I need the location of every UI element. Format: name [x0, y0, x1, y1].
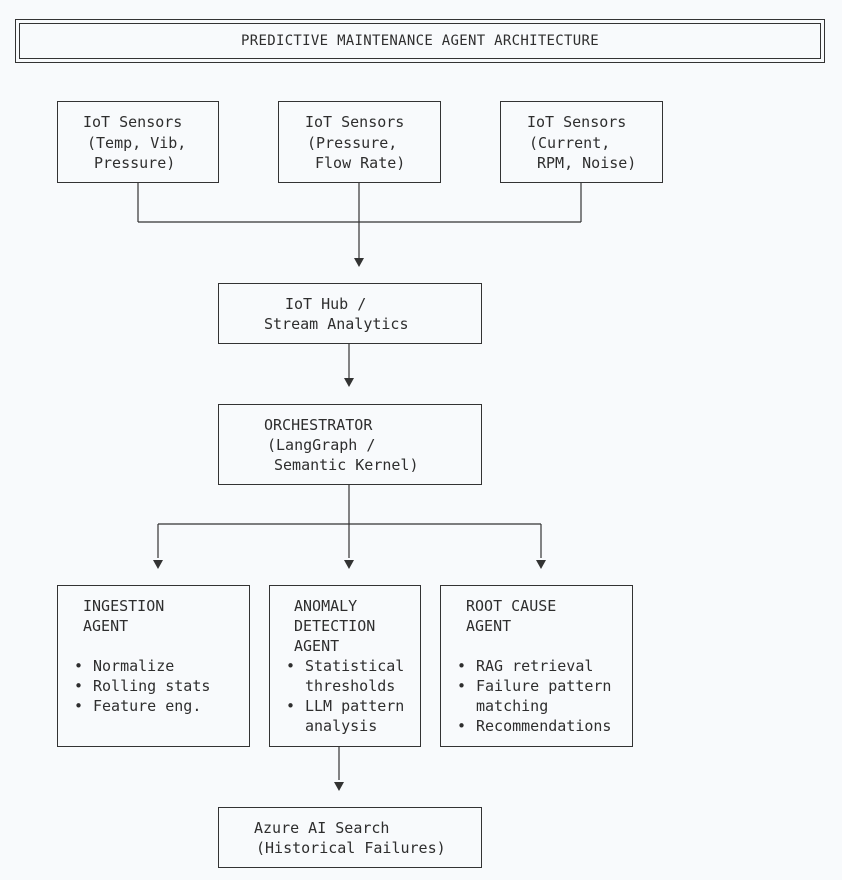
- root-cause-agent-box: ROOT CAUSE AGENT • RAG retrieval • Failu…: [440, 585, 633, 747]
- ingestion-title-2: AGENT: [83, 617, 129, 635]
- arrow-to-orchestrator: [344, 378, 354, 387]
- ingestion-agent-box: INGESTION AGENT • Normalize • Rolling st…: [57, 585, 250, 747]
- orchestrator-line-2: (LangGraph /: [267, 436, 376, 454]
- anomaly-bullet-dot-2: •: [286, 697, 296, 715]
- ingestion-bullet-2: Rolling stats: [93, 677, 211, 695]
- orchestrator-line-3: Semantic Kernel): [274, 456, 419, 474]
- anomaly-bullet-1-line-1: Statistical: [305, 657, 405, 675]
- root-cause-bullet-dot-1: •: [457, 657, 467, 675]
- ingestion-title-1: INGESTION: [83, 597, 165, 615]
- anomaly-bullet-2-line-1: LLM pattern: [305, 697, 405, 715]
- arrow-to-search: [334, 782, 344, 791]
- sensor-3-line-1: IoT Sensors: [527, 113, 627, 131]
- anomaly-detection-agent-box: ANOMALY DETECTION AGENT • Statistical th…: [269, 585, 421, 747]
- sensor-2-line-2: (Pressure,: [307, 134, 398, 152]
- ingestion-bullet-dot-3: •: [74, 697, 84, 715]
- sensor-3-line-2: (Current,: [529, 134, 611, 152]
- orchestrator-line-1: ORCHESTRATOR: [264, 416, 373, 434]
- sensor-box-3: IoT Sensors (Current, RPM, Noise): [500, 101, 663, 183]
- diagram-title: PREDICTIVE MAINTENANCE AGENT ARCHITECTUR…: [19, 23, 821, 59]
- root-cause-bullet-dot-2: •: [457, 677, 467, 695]
- iot-hub-box: IoT Hub / Stream Analytics: [218, 283, 482, 344]
- search-line-2: (Historical Failures): [256, 839, 446, 857]
- sensor-1-line-3: Pressure): [94, 154, 176, 172]
- ingestion-bullet-dot-2: •: [74, 677, 84, 695]
- anomaly-bullet-2-line-2: analysis: [305, 717, 378, 735]
- anomaly-bullet-1-line-2: thresholds: [305, 677, 396, 695]
- hub-line-2: Stream Analytics: [264, 315, 409, 333]
- ingestion-bullet-dot-1: •: [74, 657, 84, 675]
- sensor-2-line-1: IoT Sensors: [305, 113, 405, 131]
- orchestrator-box: ORCHESTRATOR (LangGraph / Semantic Kerne…: [218, 404, 482, 485]
- root-cause-title-1: ROOT CAUSE: [466, 597, 557, 615]
- anomaly-title-2: DETECTION: [294, 617, 376, 635]
- root-cause-title-2: AGENT: [466, 617, 512, 635]
- azure-ai-search-box: Azure AI Search (Historical Failures): [218, 807, 482, 868]
- arrow-to-anomaly: [344, 560, 354, 569]
- ingestion-bullet-3: Feature eng.: [93, 697, 202, 715]
- root-cause-bullet-1: RAG retrieval: [476, 657, 594, 675]
- hub-line-1: IoT Hub /: [285, 295, 367, 313]
- anomaly-title-1: ANOMALY: [294, 597, 358, 615]
- search-line-1: Azure AI Search: [254, 819, 390, 837]
- sensor-1-line-1: IoT Sensors: [83, 113, 183, 131]
- arrow-to-hub: [354, 258, 364, 267]
- title-frame: PREDICTIVE MAINTENANCE AGENT ARCHITECTUR…: [15, 19, 825, 63]
- root-cause-bullet-dot-3: •: [457, 717, 467, 735]
- sensor-1-line-2: (Temp, Vib,: [87, 134, 187, 152]
- anomaly-bullet-dot-1: •: [286, 657, 296, 675]
- sensor-box-1: IoT Sensors (Temp, Vib, Pressure): [57, 101, 219, 183]
- arrow-to-ingestion: [153, 560, 163, 569]
- sensor-2-line-3: Flow Rate): [315, 154, 406, 172]
- arrow-to-root-cause: [536, 560, 546, 569]
- sensor-3-line-3: RPM, Noise): [537, 154, 637, 172]
- root-cause-bullet-3: Recommendations: [476, 717, 612, 735]
- root-cause-bullet-2-line-2: matching: [476, 697, 549, 715]
- root-cause-bullet-2-line-1: Failure pattern: [476, 677, 612, 695]
- anomaly-title-3: AGENT: [294, 637, 340, 655]
- ingestion-bullet-1: Normalize: [93, 657, 175, 675]
- sensor-box-2: IoT Sensors (Pressure, Flow Rate): [278, 101, 441, 183]
